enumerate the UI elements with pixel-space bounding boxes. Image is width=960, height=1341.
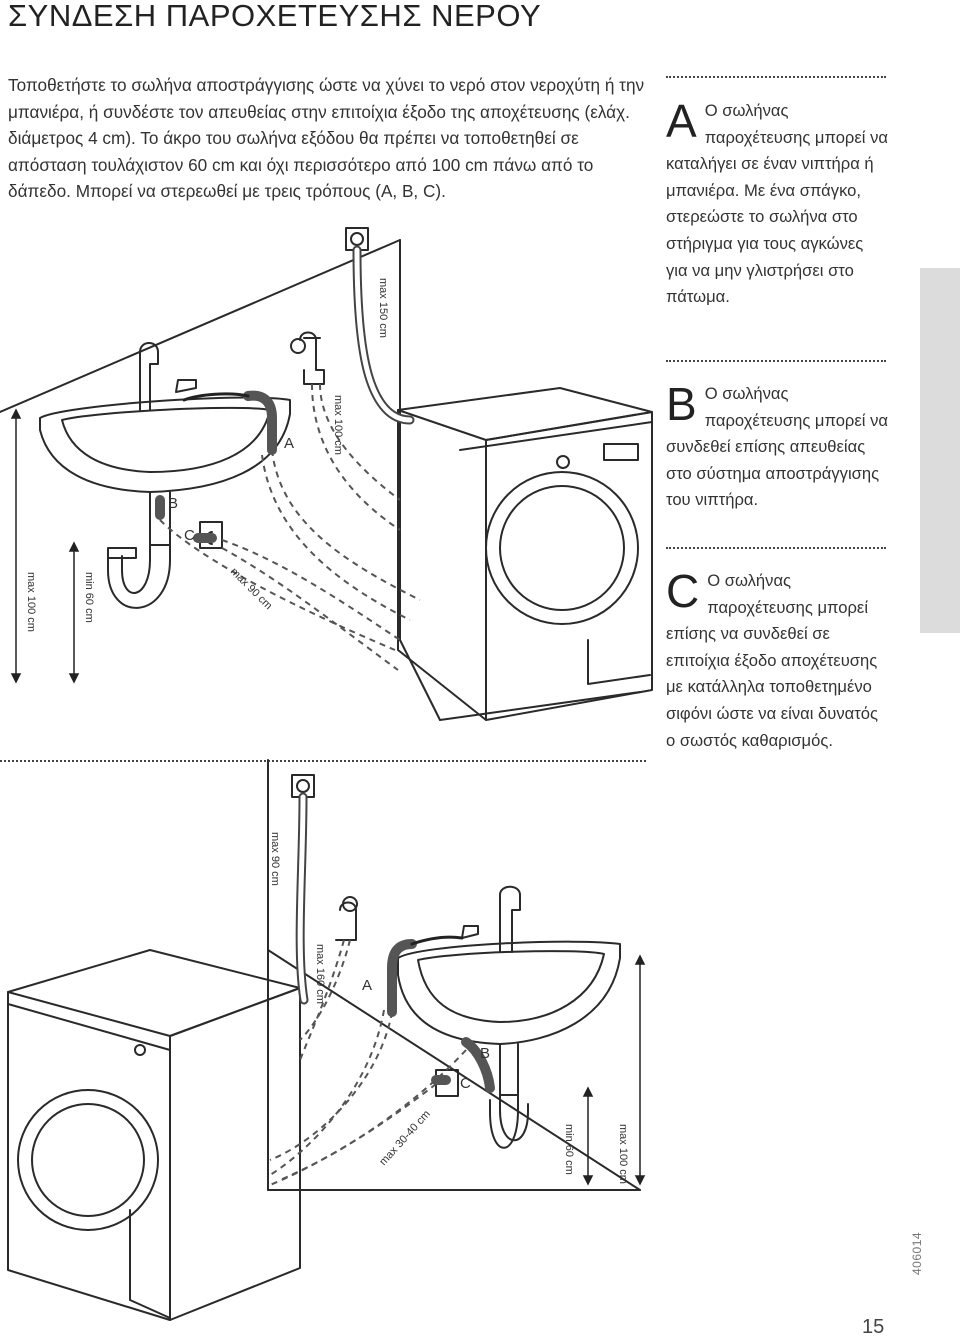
drain-hose-a: [387, 939, 417, 1017]
dim-max-90: max 90 cm: [269, 832, 281, 886]
dashed-route: [159, 519, 396, 651]
washbasin: [39, 396, 291, 493]
washer-side: [169, 987, 301, 1321]
dim-max-100: max 100 cm: [617, 1124, 629, 1184]
drain-pipe: [149, 491, 171, 546]
dashed-route: [271, 449, 421, 601]
page-number: 15: [862, 1316, 885, 1338]
option-b: B Ο σωλήνας παροχέτευσης μπορεί να συνδε…: [666, 381, 888, 514]
option-c: C Ο σωλήνας παροχέτευσης μπορεί επίσης ν…: [666, 568, 888, 754]
label-c: C: [460, 1075, 471, 1092]
drain-hose-a: [243, 390, 277, 455]
divider: [666, 547, 886, 549]
dashed-route: [261, 454, 411, 621]
faucet: [139, 342, 159, 411]
washer-door: [17, 1089, 159, 1231]
diagram-divider: [0, 760, 646, 762]
option-b-letter: B: [666, 378, 697, 430]
divider: [666, 76, 886, 78]
dashed-route: [319, 383, 401, 501]
dim-max-30-40: max 30-40 cm: [377, 1108, 433, 1168]
divider: [666, 360, 886, 362]
option-a-text: Ο σωλήνας παροχέτευσης μπορεί να καταλήγ…: [666, 101, 888, 307]
washer-top: [7, 949, 301, 1037]
faucet: [499, 885, 521, 953]
dashed-route: [269, 1009, 385, 1176]
intro-paragraph: Τοποθετήστε το σωλήνα αποστράγγισης ώστε…: [8, 75, 645, 201]
option-a-letter: A: [666, 95, 697, 147]
dashed-route: [221, 547, 399, 671]
dashed-route: [269, 1011, 393, 1161]
page-title: ΣΥΝΔΕΣΗ ΠΑΡΟΧΕΤΕΥΣΗΣ ΝΕΡΟΥ: [8, 0, 542, 33]
water-tap: [299, 331, 325, 385]
drain-pipe: [499, 1043, 519, 1096]
dim-max-160: max 160 cm: [314, 944, 326, 1004]
water-tap: [335, 901, 357, 941]
option-b-text: Ο σωλήνας παροχέτευσης μπορεί να συνδεθε…: [666, 384, 888, 510]
dashed-route: [299, 939, 351, 1041]
drain-hose-b: [461, 1037, 495, 1093]
label-c: C: [184, 527, 195, 544]
dashed-route: [299, 939, 345, 1061]
option-a: A Ο σωλήνας παροχέτευσης μπορεί να καταλ…: [666, 98, 888, 311]
side-tab: [920, 268, 960, 633]
option-c-text: Ο σωλήνας παροχέτευσης μπορεί επίσης να …: [666, 571, 879, 750]
label-b: B: [168, 495, 178, 512]
dashed-route: [311, 383, 401, 531]
washer-front: [485, 411, 653, 721]
label-a: A: [362, 977, 372, 994]
dim-min-60: min 60 cm: [563, 1124, 575, 1175]
washbasin: [397, 940, 621, 1045]
dashed-route: [279, 1049, 467, 1181]
floor-edge: [399, 639, 441, 721]
dashed-route: [221, 539, 401, 641]
dim-max-100-floor: max 100 cm: [25, 572, 37, 632]
dim-max-150: max 150 cm: [377, 278, 389, 338]
washer-front: [7, 991, 171, 1321]
wall-edge: [0, 239, 401, 413]
label-a: A: [284, 435, 294, 452]
washer-door: [485, 471, 639, 625]
option-c-letter: C: [666, 565, 700, 617]
floor-edge: [439, 691, 641, 721]
dim-min-60: min 60 cm: [83, 572, 95, 623]
dim-max-100-hose: max 100 cm: [332, 395, 344, 455]
label-b: B: [480, 1045, 490, 1062]
